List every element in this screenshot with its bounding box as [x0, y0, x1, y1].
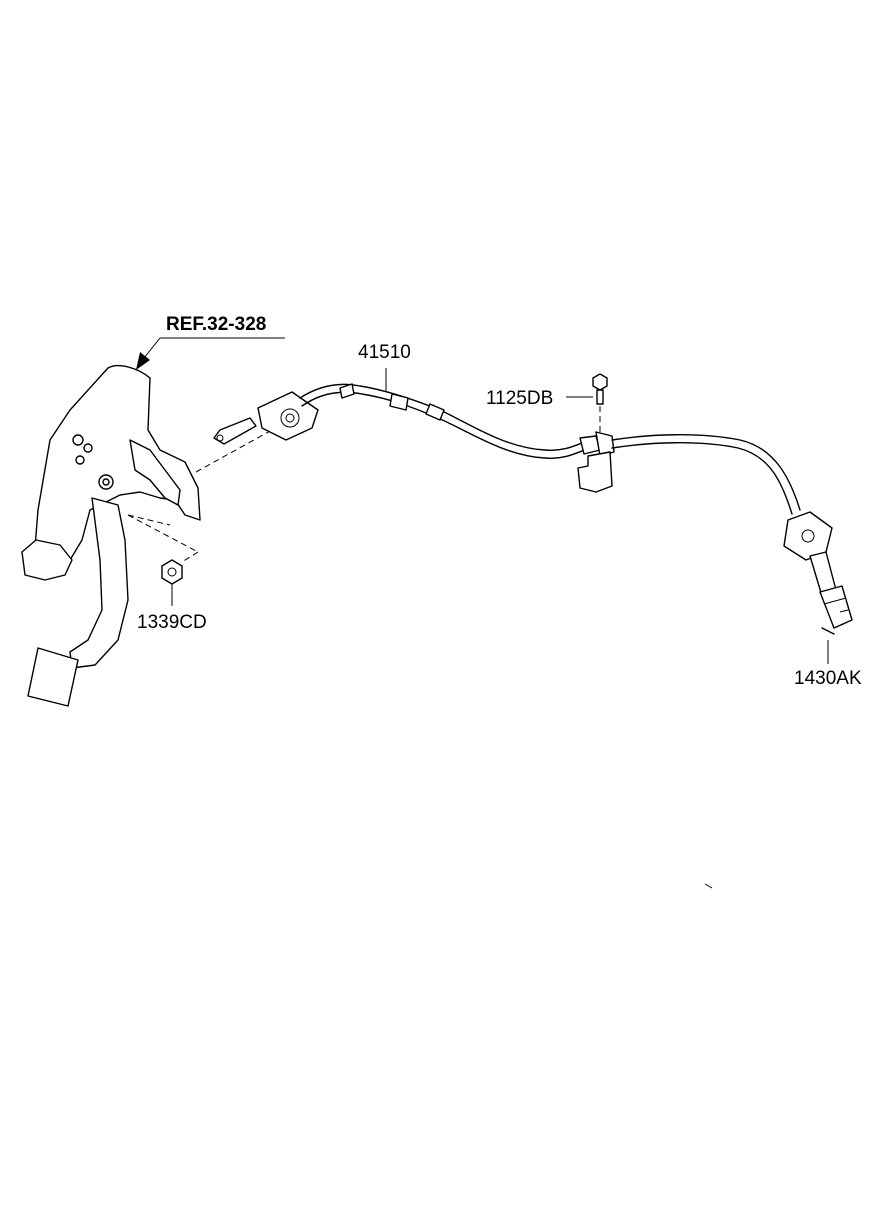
clutch-cable-41510: 41510 [195, 342, 853, 629]
cable-label: 41510 [358, 342, 411, 363]
bolt-label: 1125DB [486, 388, 553, 409]
nut-1339cd: 1339CD [137, 559, 207, 633]
nut-label: 1339CD [137, 612, 207, 633]
ref-callout: REF.32-328 [136, 314, 285, 370]
bolt-1125db: 1125DB [486, 373, 608, 432]
pin-1430ak: 1430AK [794, 627, 862, 689]
clutch-pedal-assembly [21, 364, 201, 707]
ref-label: REF.32-328 [166, 314, 266, 335]
pin-label: 1430AK [794, 668, 862, 689]
stray-mark [704, 883, 713, 889]
